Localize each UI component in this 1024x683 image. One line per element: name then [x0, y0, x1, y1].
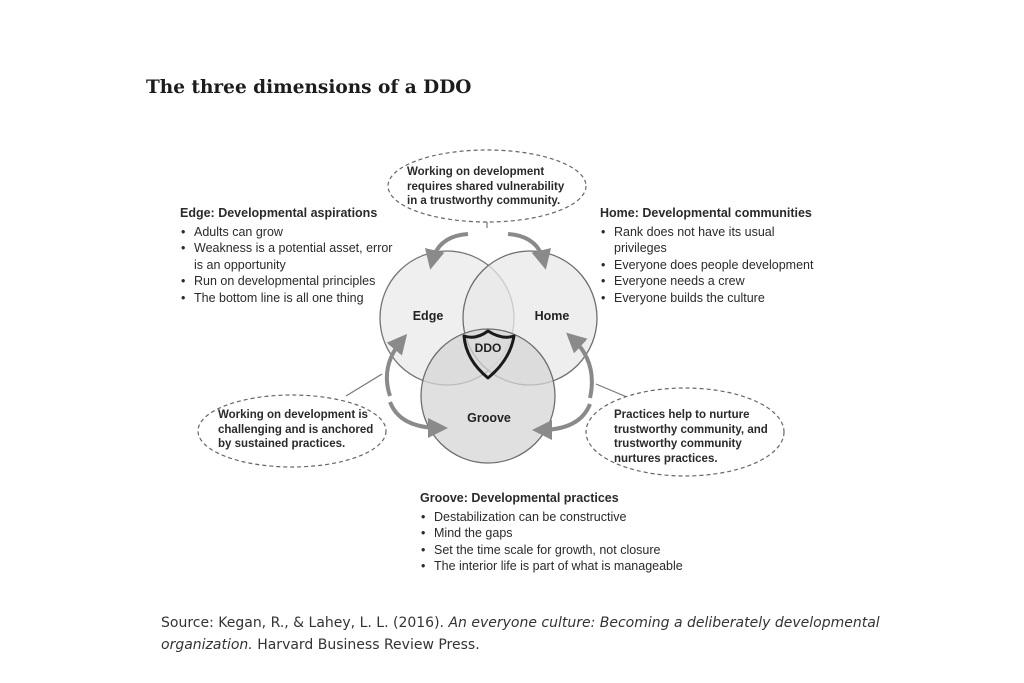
source-citation: Source: Kegan, R., & Lahey, L. L. (2016)… [161, 612, 881, 656]
list-item: Rank does not have its usual privileges [600, 224, 820, 257]
home-panel-heading: Home: Developmental communities [600, 206, 812, 220]
list-item: The bottom line is all one thing [180, 290, 395, 307]
ddo-region-outline [462, 329, 516, 380]
circle-groove [420, 328, 556, 464]
list-item: Set the time scale for growth, not closu… [420, 542, 720, 559]
edge-panel-list: Adults can grow Weakness is a potential … [180, 224, 395, 307]
circle-label-groove: Groove [467, 411, 511, 425]
arrow-top-left [424, 232, 469, 270]
oval-left [197, 394, 387, 468]
source-book-title: An everyone culture: Becoming a delibera… [161, 615, 880, 653]
arrow-left-down [388, 401, 448, 438]
groove-panel: Groove: Developmental practices Destabil… [420, 490, 720, 575]
list-item: Run on developmental principles [180, 273, 395, 290]
oval-right [585, 387, 785, 477]
arrow-left-up [385, 333, 408, 397]
list-item: Everyone needs a crew [600, 273, 820, 290]
oval-top [387, 149, 587, 223]
circle-label-home: Home [534, 309, 570, 323]
arrow-right-up [566, 332, 594, 399]
arrow-top-right [507, 232, 552, 270]
edge-panel-heading: Edge: Developmental aspirations [180, 206, 378, 220]
list-item: Weakness is a potential asset, error is … [180, 240, 395, 273]
connector-left [345, 373, 383, 397]
oval-right-text: Practices help to nurture trustworthy co… [614, 409, 768, 465]
source-prefix: Source: Kegan, R., & Lahey, L. L. (2016)… [161, 615, 449, 631]
arrow-right-down [532, 403, 592, 440]
oval-top-text: Working on development requires shared v… [407, 166, 565, 207]
page-title: The three dimensions of a DDO [146, 77, 472, 98]
list-item: Destabilization can be constructive [420, 509, 720, 526]
home-panel: Home: Developmental communities Rank doe… [600, 205, 820, 306]
groove-panel-heading: Groove: Developmental practices [420, 491, 619, 505]
list-item: Mind the gaps [420, 525, 720, 542]
oval-left-text: Working on development is challenging an… [218, 409, 374, 450]
circle-label-edge: Edge [412, 309, 444, 323]
circle-label-ddo: DDO [474, 341, 502, 355]
source-suffix: Harvard Business Review Press. [252, 637, 480, 653]
home-panel-list: Rank does not have its usual privileges … [600, 224, 820, 307]
groove-panel-list: Destabilization can be constructive Mind… [420, 509, 720, 575]
edge-panel: Edge: Developmental aspirations Adults c… [180, 205, 395, 306]
list-item: Everyone builds the culture [600, 290, 820, 307]
list-item: The interior life is part of what is man… [420, 558, 720, 575]
list-item: Adults can grow [180, 224, 395, 241]
list-item: Everyone does people development [600, 257, 820, 274]
